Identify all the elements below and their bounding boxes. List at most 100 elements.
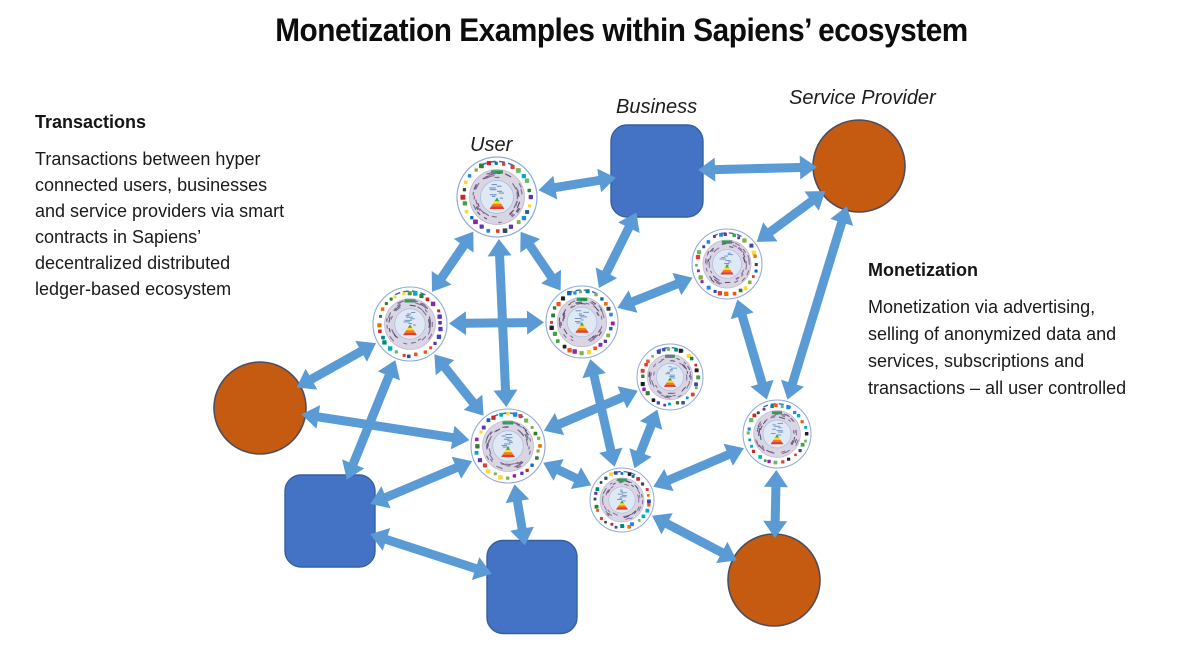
connection-arrow <box>520 231 561 291</box>
user-node-micro-text <box>605 491 609 496</box>
connection-arrow <box>370 456 473 509</box>
user-node-micro-text <box>508 463 515 466</box>
transactions-body: Transactions between hyper connected use… <box>35 149 285 299</box>
user-node-app-icon <box>521 173 526 179</box>
user-node-micro-text <box>607 489 611 494</box>
user-node-micro-text <box>575 301 583 304</box>
user-node-micro-text <box>559 320 561 328</box>
user-node-micro-text <box>636 506 640 511</box>
user-node-core-text <box>404 319 412 321</box>
user-node-app-icon <box>767 459 771 464</box>
user-node-micro-text <box>498 221 502 224</box>
business-label: Business <box>616 96 698 118</box>
user-node-micro-text <box>782 451 787 455</box>
user-node-micro-text <box>421 336 427 341</box>
user-node-micro-text <box>482 175 489 180</box>
user-node-app-icon <box>663 403 667 407</box>
user-node-app-icon <box>694 382 698 387</box>
user-node-micro-text <box>589 338 595 342</box>
user-node-app-icon <box>674 347 678 352</box>
user-node-micro-text <box>431 321 433 328</box>
user-node-core-text <box>724 255 729 257</box>
user-node-micro-text <box>763 418 768 423</box>
shape-layer <box>213 119 906 635</box>
user-node-app-icon <box>437 314 442 319</box>
user-node-core-text <box>411 311 416 313</box>
user-node-app-icon <box>656 401 660 405</box>
user-node-app-icon <box>406 354 411 359</box>
user-node-micro-text <box>525 433 529 439</box>
user-node-micro-text <box>714 247 720 251</box>
monetization-heading: Monetization <box>868 260 978 280</box>
user-node-micro-text <box>741 277 746 282</box>
user-node-micro-text <box>568 303 572 306</box>
user-node-app-icon <box>694 363 698 367</box>
user-node-micro-text <box>591 334 597 339</box>
connection-arrow <box>652 513 737 564</box>
user-node-micro-text <box>410 341 416 344</box>
user-node-micro-text <box>491 215 497 218</box>
user-node-app-icon <box>506 476 510 480</box>
user-node-micro-text <box>585 302 590 305</box>
user-node-micro-text <box>665 395 672 397</box>
user-node-app-icon <box>474 437 479 442</box>
user-node-pyramid-layer <box>773 437 781 440</box>
user-node-micro-text <box>395 306 401 312</box>
user-node-micro-text <box>594 334 599 339</box>
user-node-pyramid-layer <box>403 332 417 336</box>
user-node-micro-text <box>648 371 651 377</box>
user-node-app-icon <box>694 386 698 390</box>
user-node-app-icon <box>610 522 614 526</box>
user-node-micro-text <box>710 278 715 283</box>
user-node-core-text <box>727 261 732 263</box>
user-node-micro-text <box>517 429 524 435</box>
user-node-micro-text <box>606 513 610 517</box>
user-node-micro-text <box>612 482 616 485</box>
user-node-app-icon <box>599 516 604 521</box>
user-node-micro-text <box>618 481 624 483</box>
user-node-app-icon <box>512 412 518 417</box>
user-node-arc-text <box>763 404 769 408</box>
user-node-app-icon <box>754 262 758 267</box>
user-node-micro-text <box>511 213 516 218</box>
user-node-micro-text <box>683 364 688 370</box>
user-node-micro-text <box>778 416 786 420</box>
user-node-app-icon <box>510 164 515 169</box>
user-node-micro-text <box>388 327 391 333</box>
user-node-app-icon <box>436 334 442 340</box>
user-node-micro-text <box>709 255 712 261</box>
user-node-app-icon <box>706 285 711 290</box>
user-node-micro-text <box>727 241 735 244</box>
user-node-app-icon <box>594 292 598 297</box>
user-node-micro-text <box>473 183 477 190</box>
business-node <box>486 539 578 635</box>
user-node-micro-text <box>790 440 794 445</box>
user-node-micro-text <box>742 256 746 263</box>
user-node-micro-text <box>601 312 605 319</box>
connection-arrow <box>595 212 640 288</box>
user-node-app-icon <box>562 344 567 349</box>
user-node-pyramid-layer <box>616 507 628 510</box>
user-node-micro-text <box>629 517 633 520</box>
user-node-micro-text <box>638 497 640 503</box>
user-node-micro-text <box>681 363 686 369</box>
user-node-app-icon <box>594 491 598 495</box>
user-node-micro-text <box>488 454 494 461</box>
user-node-micro-text <box>622 515 627 518</box>
user-node-app-icon <box>614 525 618 529</box>
user-node-micro-text <box>671 392 676 395</box>
connection-arrow <box>538 168 616 200</box>
user-node-pyramid-layer <box>774 434 780 438</box>
user-node-core-text <box>670 367 678 369</box>
user-node-micro-text <box>785 449 790 454</box>
user-node-app-icon <box>573 291 577 295</box>
user-node-pyramid-layer <box>502 452 514 455</box>
user-node-pyramid-layer <box>504 449 512 453</box>
user-node-app-icon <box>640 482 645 486</box>
user-node-micro-text <box>605 510 610 516</box>
user-node-micro-text <box>708 261 710 268</box>
user-node-micro-text <box>657 389 662 394</box>
user-node-app-icon <box>620 524 625 529</box>
user-node-app-icon <box>706 240 711 244</box>
user-node-app-icon <box>751 449 756 454</box>
